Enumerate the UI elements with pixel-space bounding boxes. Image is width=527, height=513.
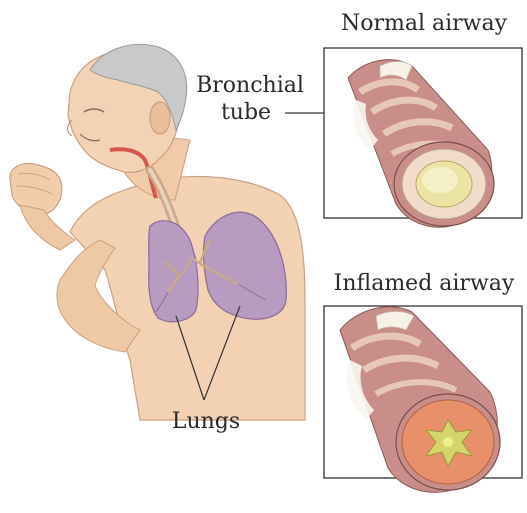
normal-airway-panel: [324, 48, 522, 227]
bronchial-tube-label-line2: tube: [221, 100, 271, 125]
inflamed-airway-label: Inflamed airway: [334, 271, 515, 296]
bronchial-tube-label-line1: Bronchial: [196, 73, 304, 98]
normal-airway-label: Normal airway: [341, 11, 508, 36]
lungs-label: Lungs: [172, 409, 240, 434]
inflamed-airway-panel: [324, 306, 522, 492]
